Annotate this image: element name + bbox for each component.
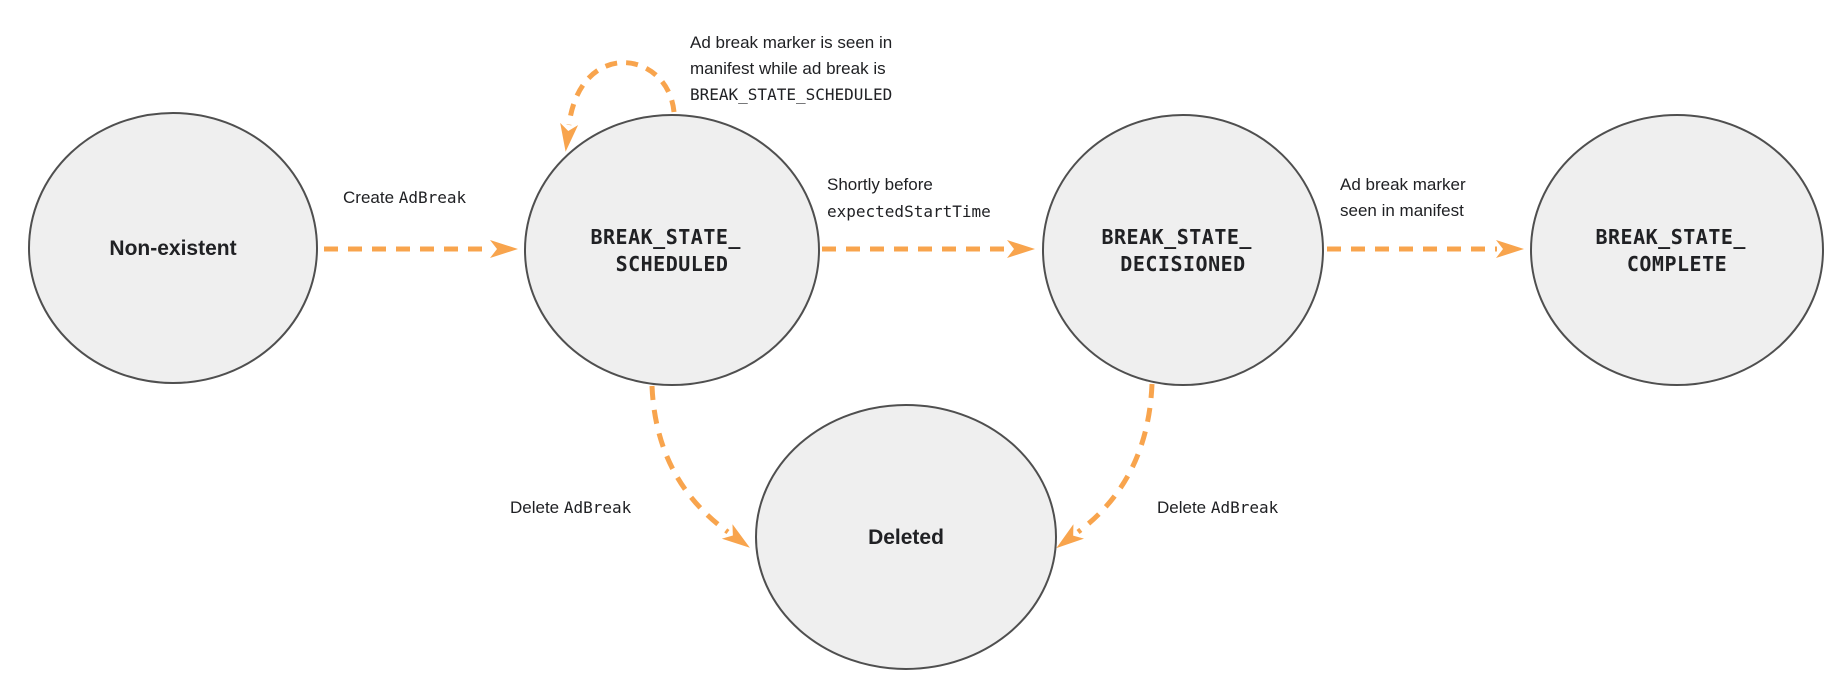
state-label-line: COMPLETE bbox=[1627, 252, 1727, 276]
state-label-non-existent: Non-existent bbox=[109, 237, 236, 260]
state-circle-break-state-scheduled bbox=[524, 114, 820, 386]
transition-arrow-scheduled-to-deleted bbox=[649, 385, 750, 548]
transition-label-delete-left: Delete AdBreak bbox=[510, 498, 632, 517]
state-label-line: BREAK_STATE_ bbox=[590, 225, 741, 249]
transition-arrow-self-loop-scheduled bbox=[560, 60, 677, 152]
label-code: AdBreak bbox=[1211, 498, 1279, 517]
label-text: manifest while ad break is bbox=[690, 59, 886, 78]
transition-label-shortly-before: Shortly before expectedStartTime bbox=[827, 175, 991, 221]
label-text: seen in manifest bbox=[1340, 201, 1464, 220]
state-label-line: DECISIONED bbox=[1120, 252, 1245, 276]
label-text: Delete bbox=[510, 498, 564, 517]
label-text: Delete bbox=[1157, 498, 1211, 517]
transition-label-marker-seen: Ad break marker seen in manifest bbox=[1340, 175, 1470, 220]
state-circle-break-state-complete bbox=[1530, 114, 1824, 386]
label-text: Ad break marker is seen in bbox=[690, 33, 892, 52]
label-code: AdBreak bbox=[564, 498, 632, 517]
label-text: Create bbox=[343, 188, 399, 207]
state-label-deleted: Deleted bbox=[868, 526, 944, 549]
state-label-line: BREAK_STATE_ bbox=[1101, 225, 1252, 249]
state-circle-break-state-decisioned bbox=[1042, 114, 1324, 386]
transition-arrow-decisioned-to-deleted bbox=[1056, 383, 1155, 549]
state-circle-deleted bbox=[755, 404, 1057, 670]
state-circle-non-existent bbox=[28, 112, 318, 384]
transition-label-delete-right: Delete AdBreak bbox=[1157, 498, 1279, 517]
state-label-break-state-complete: BREAK_STATE_ COMPLETE bbox=[1595, 225, 1758, 276]
label-code: BREAK_STATE_SCHEDULED bbox=[690, 85, 892, 104]
transition-label-self-loop: Ad break marker is seen in manifest whil… bbox=[690, 33, 897, 104]
state-label-line: BREAK_STATE_ bbox=[1595, 225, 1746, 249]
label-text: Ad break marker bbox=[1340, 175, 1466, 194]
label-text: Shortly before bbox=[827, 175, 933, 194]
state-label-break-state-decisioned: BREAK_STATE_ DECISIONED bbox=[1101, 225, 1264, 276]
label-code: AdBreak bbox=[399, 188, 467, 207]
state-label-break-state-scheduled: BREAK_STATE_ SCHEDULED bbox=[590, 225, 753, 276]
transition-label-create-adbreak: Create AdBreak bbox=[343, 188, 467, 207]
state-label-line: SCHEDULED bbox=[616, 252, 729, 276]
label-code: expectedStartTime bbox=[827, 202, 991, 221]
